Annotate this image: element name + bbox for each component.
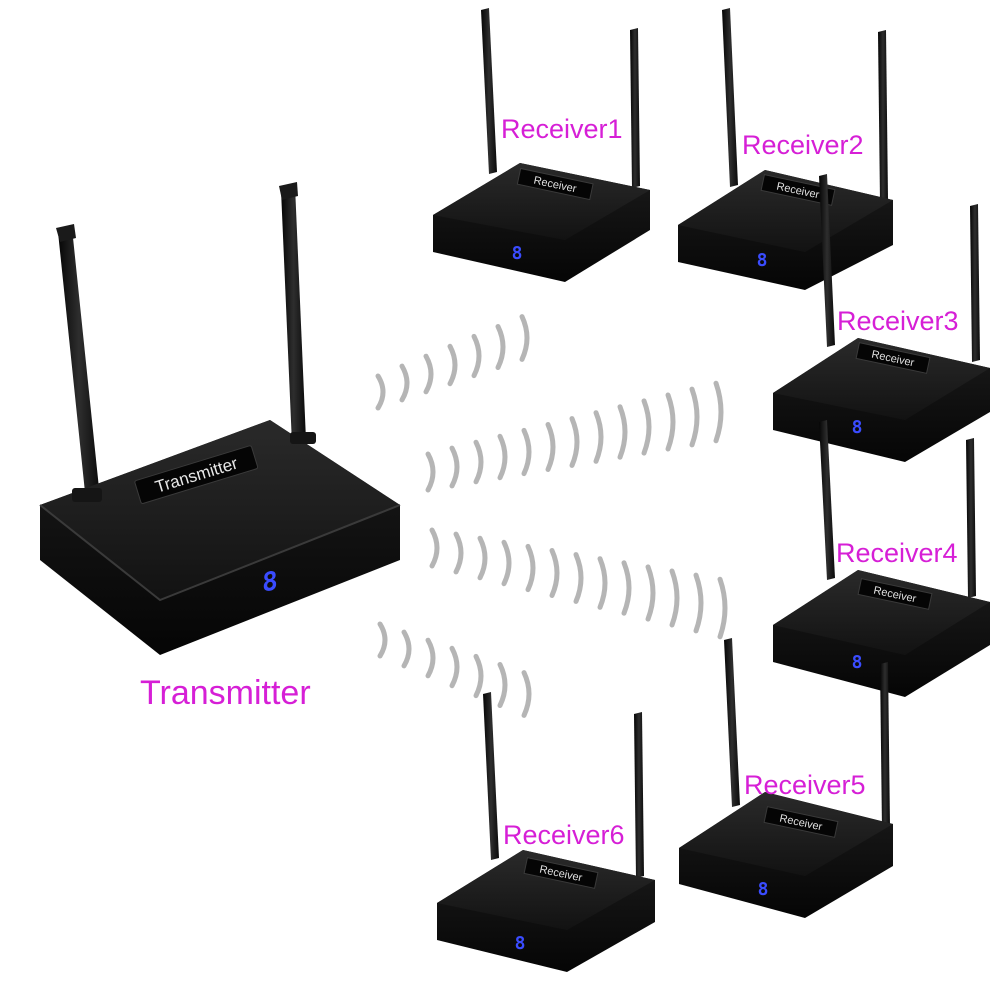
receiver-device-2: Receiver 8 <box>678 8 893 290</box>
signal-wave-arc <box>545 422 556 472</box>
receiver-3-caption: Receiver3 <box>837 306 959 336</box>
signal-wave-arc <box>525 543 536 593</box>
signal-waves <box>375 314 728 718</box>
receiver-device-1: Receiver 8 <box>433 8 650 282</box>
signal-wave-arc <box>569 416 580 468</box>
signal-wave-arc <box>477 535 488 581</box>
signal-wave-arc <box>573 552 584 604</box>
signal-wave-arc <box>425 637 436 679</box>
signal-wave-arc <box>621 560 632 616</box>
receiver-6-caption: Receiver6 <box>503 820 625 850</box>
signal-wave-arc <box>597 556 608 610</box>
transmitter-display: 8 <box>262 566 278 599</box>
signal-wave-arc <box>617 404 628 460</box>
receiver-1-caption: Receiver1 <box>501 114 623 144</box>
receiver-5-caption: Receiver5 <box>744 770 866 800</box>
signal-wave-arc <box>471 333 482 379</box>
receiver-5-display: 8 <box>758 879 769 900</box>
signal-wave-arc <box>641 398 652 456</box>
receiver-2-caption: Receiver2 <box>742 130 864 160</box>
signal-wave-arc <box>423 353 434 395</box>
receiver-4-caption: Receiver4 <box>836 538 958 568</box>
signal-wave-arc <box>689 386 700 448</box>
signal-wave-arc <box>453 531 464 575</box>
signal-wave-arc <box>425 451 436 493</box>
signal-wave-arc <box>449 645 460 689</box>
signal-wave-arc <box>665 392 676 452</box>
transmitter-antenna-left <box>56 224 100 502</box>
receiver-2-display: 8 <box>757 250 768 271</box>
signal-wave-arc <box>521 427 532 477</box>
signal-wave-arc <box>717 576 728 640</box>
signal-wave-arc <box>449 445 460 489</box>
signal-wave-arc <box>713 380 724 444</box>
receiver-6-display: 8 <box>515 933 526 954</box>
signal-wave-arc <box>669 568 680 628</box>
signal-wave-arc <box>429 527 440 569</box>
signal-wave-arc <box>549 548 560 598</box>
receiver-device-4: Receiver 8 <box>773 420 990 697</box>
receiver-device-6: Receiver 8 <box>437 692 655 972</box>
transmitter-caption: Transmitter <box>140 674 311 712</box>
signal-wave-arc <box>501 539 512 587</box>
signal-wave-arc <box>497 662 508 708</box>
signal-wave-arc <box>645 564 656 622</box>
transmitter-antenna-right <box>279 182 306 444</box>
signal-wave-arc <box>521 670 532 718</box>
signal-wave-arc <box>377 621 388 659</box>
receiver-3-display: 8 <box>852 417 863 438</box>
signal-wave-arc <box>401 629 412 669</box>
transmitter-device: Transmitter 8 <box>39 182 401 655</box>
signal-wave-arc <box>693 572 704 634</box>
receiver-device-5: Receiver 8 <box>679 638 893 918</box>
signal-wave-arc <box>495 324 506 370</box>
signal-wave-arc <box>447 343 458 387</box>
signal-wave-arc <box>375 373 386 411</box>
signal-wave-arc <box>473 653 484 699</box>
receiver-1-display: 8 <box>512 243 523 264</box>
receiver-4-display: 8 <box>852 652 863 673</box>
signal-wave-arc <box>593 410 604 464</box>
signal-wave-arc <box>473 439 484 485</box>
signal-wave-arc <box>519 314 530 362</box>
signal-wave-arc <box>399 363 410 403</box>
signal-wave-arc <box>497 433 508 481</box>
